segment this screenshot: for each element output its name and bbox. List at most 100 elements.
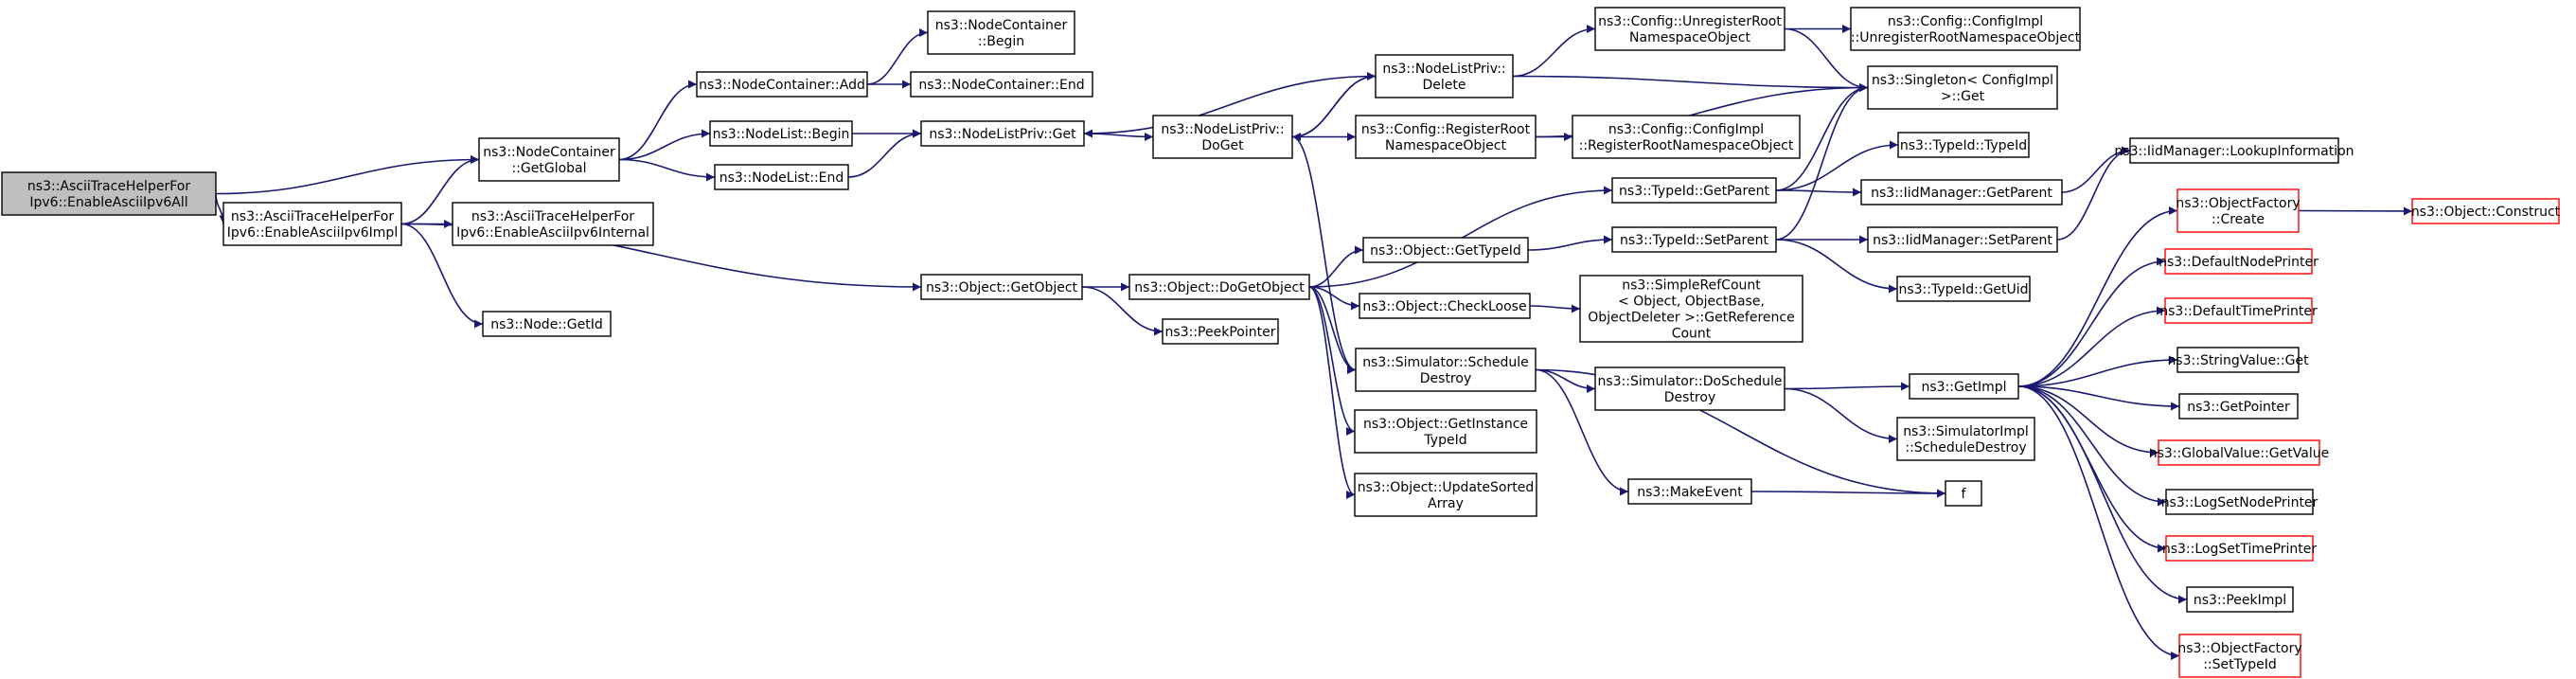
node-box[interactable] xyxy=(1354,473,1537,517)
function-node[interactable]: ns3::ObjectFactory::SetTypeId xyxy=(2177,634,2302,678)
function-node[interactable]: f xyxy=(1945,480,1982,507)
function-node[interactable]: ns3::Singleton< ConfigImpl >::Get xyxy=(1867,65,2058,110)
node-box[interactable] xyxy=(920,120,1085,147)
function-node[interactable]: ns3::LogSetNodePrinter xyxy=(2161,489,2318,515)
node-box[interactable] xyxy=(452,202,654,246)
function-node[interactable]: ns3::NodeListPriv::Get xyxy=(920,120,1085,147)
node-box[interactable] xyxy=(2158,439,2320,466)
node-box[interactable] xyxy=(478,137,620,182)
node-box[interactable] xyxy=(1362,237,1529,263)
function-node[interactable]: ns3::IidManager::LookupInformation xyxy=(2114,137,2354,164)
function-node[interactable]: ns3::GlobalValue::GetValue xyxy=(2149,439,2329,466)
function-node[interactable]: ns3::LogSetTimePrinter xyxy=(2162,535,2318,562)
node-box[interactable] xyxy=(696,71,868,98)
node-box[interactable] xyxy=(1860,179,2063,205)
function-node[interactable]: ns3::ObjectFactory::Create xyxy=(2176,188,2301,233)
function-node[interactable]: ns3::NodeContainer::Begin xyxy=(927,10,1075,55)
function-node[interactable]: ns3::SimpleRefCount< Object, ObjectBase,… xyxy=(1579,275,1803,343)
function-node[interactable]: ns3::Config::UnregisterRootNamespaceObje… xyxy=(1594,7,1785,51)
node-box[interactable] xyxy=(1359,293,1531,319)
function-node[interactable]: ns3::Simulator::ScheduleDestroy xyxy=(1355,348,1537,392)
function-node[interactable]: ns3::Object::GetObject xyxy=(920,274,1083,300)
function-node[interactable]: ns3::NodeListPriv::DoGet xyxy=(1152,115,1293,159)
function-node[interactable]: ns3::Config::ConfigImpl::UnregisterRootN… xyxy=(1850,7,2081,51)
function-node[interactable]: ns3::NodeContainer::End xyxy=(910,71,1093,98)
node-box[interactable] xyxy=(1355,348,1537,392)
node-box[interactable] xyxy=(1611,226,1777,253)
node-box[interactable] xyxy=(1850,7,2081,51)
function-node[interactable]: ns3::Config::ConfigImpl::RegisterRootNam… xyxy=(1572,115,1801,159)
function-node[interactable]: ns3::AsciiTraceHelperForIpv6::EnableAsci… xyxy=(222,202,402,246)
function-node[interactable]: ns3::NodeList::End xyxy=(714,164,849,190)
node-box[interactable] xyxy=(1579,275,1803,343)
node-box[interactable] xyxy=(910,71,1093,98)
function-node[interactable]: ns3::NodeContainer::GetGlobal xyxy=(478,137,620,182)
node-box[interactable] xyxy=(1627,478,1752,505)
node-box[interactable] xyxy=(1572,115,1801,159)
function-node[interactable]: ns3::TypeId::GetParent xyxy=(1611,177,1777,204)
node-box[interactable] xyxy=(2164,248,2313,275)
node-box[interactable] xyxy=(1594,7,1785,51)
function-node[interactable]: ns3::NodeList::Begin xyxy=(709,120,853,147)
node-box[interactable] xyxy=(1152,115,1293,159)
function-node[interactable]: ns3::DefaultTimePrinter xyxy=(2159,297,2318,324)
node-box[interactable] xyxy=(714,164,849,190)
node-box[interactable] xyxy=(1897,132,2030,158)
function-node[interactable]: ns3::NodeListPriv::Delete xyxy=(1375,54,1514,98)
node-box[interactable] xyxy=(2165,535,2314,562)
node-box[interactable] xyxy=(1945,480,1982,507)
node-box[interactable] xyxy=(2178,393,2299,420)
function-node[interactable]: ns3::Object::GetTypeId xyxy=(1362,237,1529,263)
function-node[interactable]: ns3::SimulatorImpl::ScheduleDestroy xyxy=(1896,417,2035,461)
function-node[interactable]: ns3::MakeEvent xyxy=(1627,478,1752,505)
node-box[interactable] xyxy=(1594,366,1785,411)
node-box[interactable] xyxy=(920,274,1083,300)
function-node[interactable]: ns3::NodeContainer::Add xyxy=(696,71,868,98)
node-box[interactable] xyxy=(2176,188,2300,233)
function-node[interactable]: ns3::TypeId::TypeId xyxy=(1897,132,2030,158)
function-node[interactable]: ns3::Object::DoGetObject xyxy=(1128,274,1310,300)
function-node[interactable]: ns3::Object::CheckLoose xyxy=(1359,293,1531,319)
function-node[interactable]: ns3::IidManager::SetParent xyxy=(1867,226,2058,253)
node-box[interactable] xyxy=(1,171,217,216)
node-box[interactable] xyxy=(1909,373,2019,400)
function-node[interactable]: ns3::PeekImpl xyxy=(2186,586,2294,613)
node-box[interactable] xyxy=(1162,318,1279,345)
function-node[interactable]: ns3::DefaultNodePrinter xyxy=(2159,248,2318,275)
node-box[interactable] xyxy=(482,311,612,337)
function-node[interactable]: ns3::Node::GetId xyxy=(482,311,612,337)
node-box[interactable] xyxy=(1867,226,2058,253)
function-node[interactable]: ns3::Config::RegisterRootNamespaceObject xyxy=(1355,115,1537,159)
node-box[interactable] xyxy=(1375,54,1514,98)
node-box[interactable] xyxy=(2165,489,2314,515)
node-box[interactable] xyxy=(2164,297,2313,324)
function-node[interactable]: ns3::Object::Construct xyxy=(2411,198,2561,224)
node-box[interactable] xyxy=(1355,115,1537,159)
function-node[interactable]: ns3::AsciiTraceHelperForIpv6::EnableAsci… xyxy=(1,171,217,216)
node-box[interactable] xyxy=(1896,276,2031,302)
node-box[interactable] xyxy=(1128,274,1310,300)
node-box[interactable] xyxy=(1896,417,2035,461)
function-node[interactable]: ns3::TypeId::SetParent xyxy=(1611,226,1777,253)
function-node[interactable]: ns3::AsciiTraceHelperForIpv6::EnableAsci… xyxy=(452,202,654,246)
node-box[interactable] xyxy=(2411,198,2560,224)
function-node[interactable]: ns3::TypeId::GetUid xyxy=(1896,276,2031,302)
node-box[interactable] xyxy=(1354,409,1537,454)
function-node[interactable]: ns3::StringValue::Get xyxy=(2167,347,2309,373)
node-box[interactable] xyxy=(2176,347,2300,373)
node-box[interactable] xyxy=(222,202,402,246)
node-box[interactable] xyxy=(709,120,853,147)
function-node[interactable]: ns3::PeekPointer xyxy=(1162,318,1279,345)
function-node[interactable]: ns3::GetPointer xyxy=(2178,393,2299,420)
node-box[interactable] xyxy=(1867,65,2058,110)
node-box[interactable] xyxy=(927,10,1075,55)
node-box[interactable] xyxy=(1611,177,1777,204)
node-box[interactable] xyxy=(2178,634,2301,678)
node-box[interactable] xyxy=(2129,137,2339,164)
function-node[interactable]: ns3::IidManager::GetParent xyxy=(1860,179,2063,205)
node-box[interactable] xyxy=(2186,586,2294,613)
function-node[interactable]: ns3::GetImpl xyxy=(1909,373,2019,400)
